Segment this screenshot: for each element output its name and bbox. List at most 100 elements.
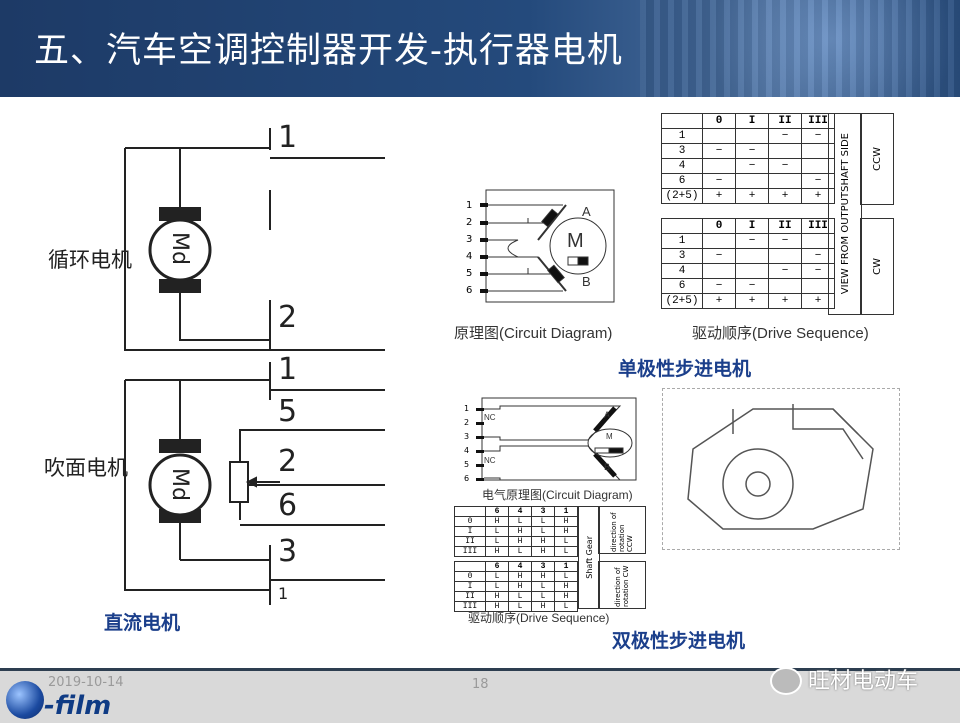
table-row: 6−− — [661, 173, 835, 189]
table-cell: 3 — [661, 248, 703, 264]
table-cell: L — [531, 526, 555, 537]
table-cell: − — [735, 233, 769, 249]
ccw-box: CCW — [860, 113, 894, 205]
coil-a: A — [604, 410, 611, 420]
unipolar-circuit-caption: 原理图(Circuit Diagram) — [454, 325, 613, 342]
table-cell: 4 — [661, 158, 703, 174]
table-cell: 4 — [661, 263, 703, 279]
pin: 1 — [464, 404, 470, 413]
table-cell: H — [554, 516, 578, 527]
motor-m: M — [606, 432, 613, 441]
watermark: 旺材电动车 — [808, 669, 919, 694]
table-cell: − — [735, 143, 769, 159]
table-cell: 1 — [661, 233, 703, 249]
motor1-label: 循环电机 — [48, 248, 132, 272]
table-cell: I — [735, 113, 769, 129]
table-cell: L — [508, 591, 532, 602]
table-cell: − — [801, 263, 835, 279]
table-cell: H — [531, 571, 555, 582]
table-cell: + — [801, 293, 835, 309]
pin: 4 — [466, 251, 473, 262]
table-row: 1−− — [661, 233, 835, 249]
table-cell — [735, 248, 769, 264]
table-row: 6−− — [661, 278, 835, 294]
table-cell: − — [768, 263, 802, 279]
table-cell: H — [554, 581, 578, 592]
coil-b: B — [582, 274, 591, 289]
table-cell — [768, 278, 802, 294]
stepper-motor-image — [662, 388, 900, 550]
unipolar-drive-caption: 驱动顺序(Drive Sequence) — [692, 325, 869, 342]
table-cell: − — [801, 128, 835, 144]
table-cell: 4 — [508, 561, 532, 572]
table-row: 3−− — [661, 143, 835, 159]
table-cell: 6 — [485, 561, 509, 572]
table-cell: L — [531, 591, 555, 602]
table-cell: II — [768, 113, 802, 129]
bipolar-circuit-diagram — [476, 397, 637, 481]
slide-footer: 2019-10-14 18 -film 旺材电动车 — [0, 667, 960, 723]
table-cell: − — [702, 143, 736, 159]
table-cell: 6 — [661, 278, 703, 294]
shaft-box: Shaft Gear — [578, 506, 600, 609]
unipolar-caption: 单极性步进电机 — [618, 358, 752, 380]
dc-motor-caption: 直流电机 — [104, 612, 181, 634]
bipolar-drive-caption: 驱动顺序(Drive Sequence) — [468, 611, 610, 625]
slide-header: 五、汽车空调控制器开发-执行器电机 — [0, 0, 960, 97]
table-cell: 1 — [661, 128, 703, 144]
table-cell: 3 — [531, 561, 555, 572]
shaft-label: Shaft Gear — [584, 536, 594, 579]
table-cell: 0 — [702, 218, 736, 234]
table-cell: 6 — [485, 506, 509, 517]
pin-label: 1 — [278, 584, 289, 603]
table-cell: H — [554, 526, 578, 537]
slide-title: 五、汽车空调控制器开发-执行器电机 — [34, 31, 623, 71]
pin: 3 — [466, 234, 473, 245]
table-cell: + — [768, 188, 802, 204]
film-logo — [6, 681, 44, 719]
table-cell: H — [508, 581, 532, 592]
motor2-label: 吹面电机 — [44, 456, 128, 480]
pin-label: 1 — [278, 352, 298, 387]
dir-cw-label: direction of rotation CW — [614, 565, 630, 607]
table-cell — [454, 506, 486, 517]
table-cell: 0 — [454, 571, 486, 582]
coil-b: B — [604, 462, 611, 472]
footer-date: 2019-10-14 — [48, 675, 124, 690]
pin: 6 — [464, 474, 470, 483]
table-cell — [768, 248, 802, 264]
table-cell: − — [702, 248, 736, 264]
pin-label: 6 — [278, 488, 298, 523]
table-cell — [735, 128, 769, 144]
table-cell: H — [485, 516, 509, 527]
table-cell: 1 — [554, 506, 578, 517]
ccw-label: CCW — [871, 147, 883, 171]
table-cell: − — [735, 158, 769, 174]
pin-label: 2 — [278, 300, 298, 335]
table-cell: H — [554, 591, 578, 602]
table-cell: + — [702, 293, 736, 309]
unipolar-circuit-diagram — [480, 189, 615, 303]
table-cell: L — [485, 526, 509, 537]
table-cell: I — [454, 526, 486, 537]
pin: 2 — [466, 217, 473, 228]
table-cell: L — [485, 581, 509, 592]
table-cell: 3 — [531, 506, 555, 517]
table-cell: − — [801, 173, 835, 189]
motor-symbol: Md — [166, 468, 192, 501]
table-row: 4−− — [661, 158, 835, 174]
table-row: (2+5)++++ — [661, 188, 835, 204]
table-cell: + — [702, 188, 736, 204]
table-row: (2+5)++++ — [661, 293, 835, 309]
table-cell: 0 — [454, 516, 486, 527]
table-cell: H — [531, 546, 555, 557]
pin-label: 1 — [278, 120, 298, 155]
logo-text: -film — [44, 691, 112, 721]
